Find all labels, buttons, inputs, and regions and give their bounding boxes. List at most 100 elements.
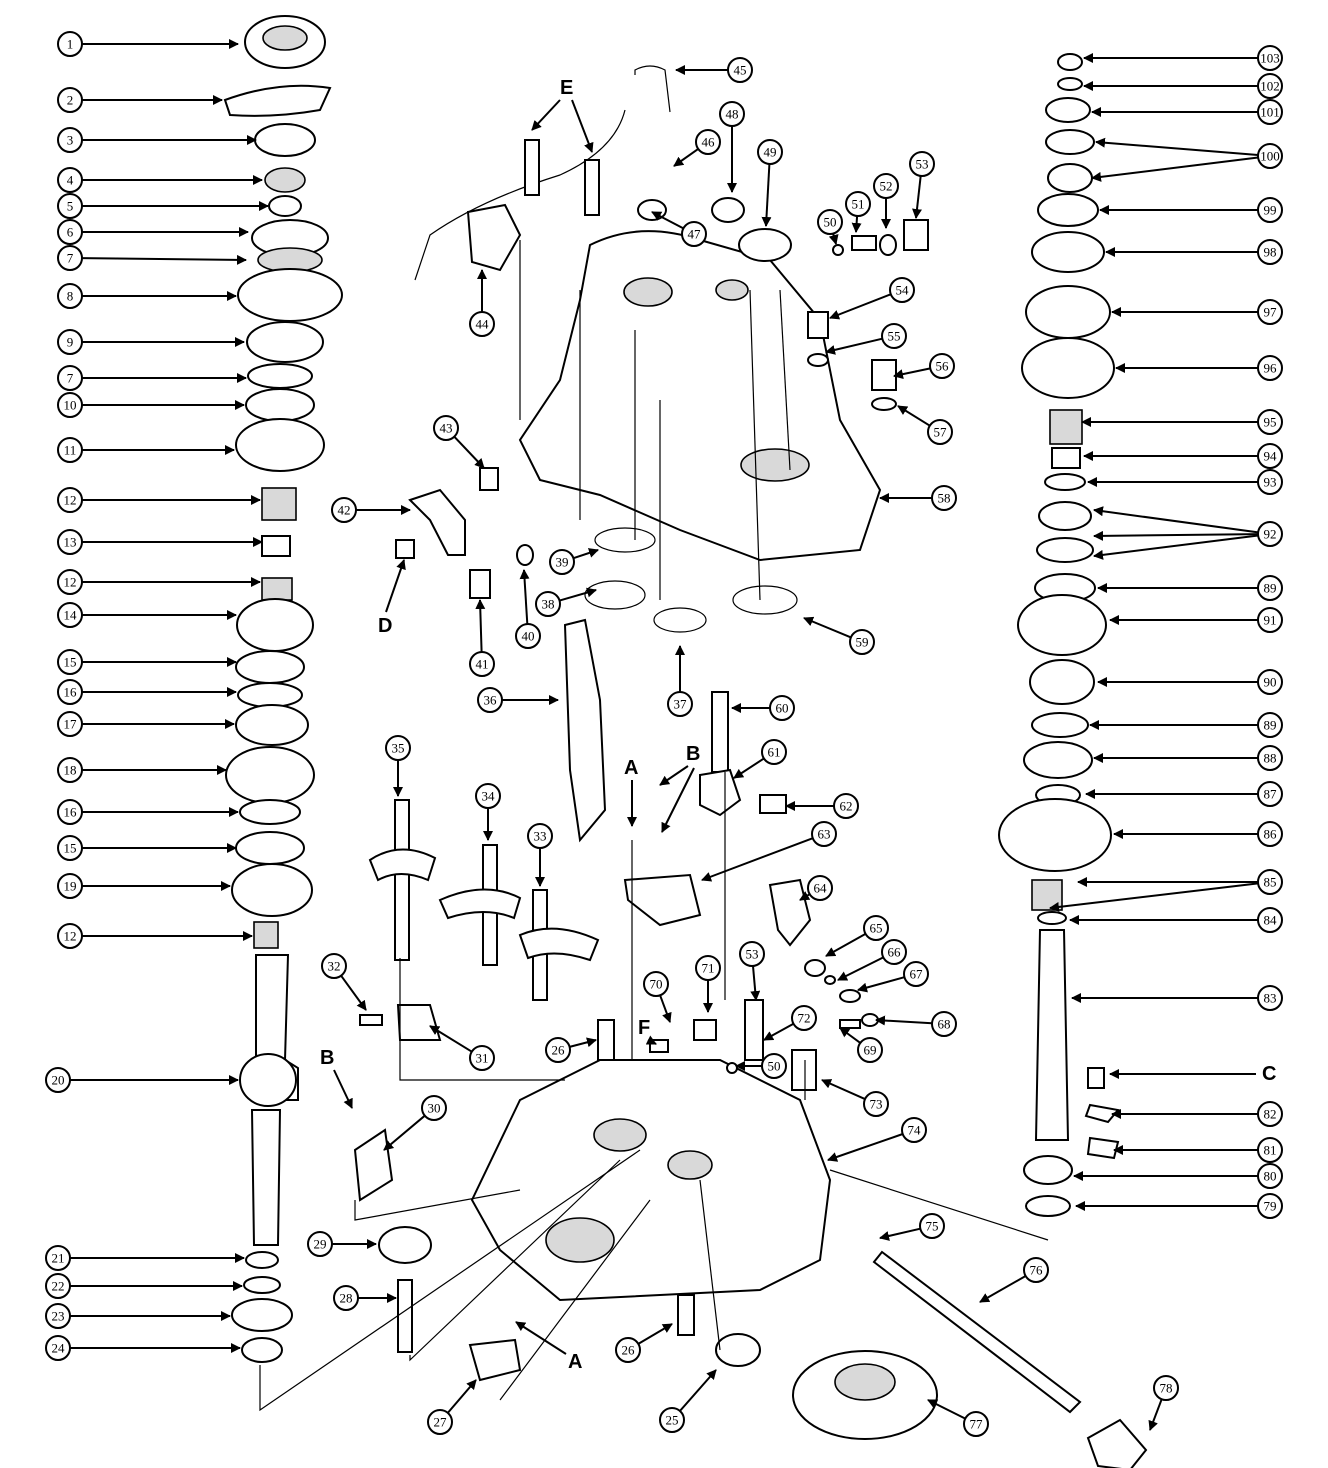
callout-circle [1257, 355, 1283, 381]
callout-number: 75 [926, 1219, 939, 1234]
callout-arrow [851, 215, 862, 233]
callout-arrow [912, 175, 922, 219]
callout-10: 10 [57, 392, 245, 418]
callout-22: 22 [45, 1273, 243, 1299]
callout-27: 27 [427, 1379, 477, 1435]
callout-circle [57, 799, 83, 825]
callout-number: 74 [908, 1123, 922, 1138]
callout-circle [1257, 1193, 1283, 1219]
callout-arrow [429, 1025, 473, 1053]
callout-12c: 12 [57, 923, 253, 949]
assembly-lines [259, 240, 1049, 1412]
callout-number: 82 [1264, 1107, 1277, 1122]
idler-shaft [397, 1279, 413, 1353]
callout-number: 16 [64, 685, 78, 700]
callout-54: 54 [829, 277, 915, 320]
callout-circle [769, 695, 795, 721]
callout-number: 12 [64, 929, 77, 944]
callout-number: 64 [814, 881, 828, 896]
callout-number: 8 [67, 289, 74, 304]
callout-circle [545, 1037, 571, 1063]
callout-19: 19 [57, 873, 231, 899]
callout-circle [477, 687, 503, 713]
callout-number: 42 [338, 503, 351, 518]
callout-74: 74 [827, 1117, 927, 1162]
callout-circle [331, 497, 357, 523]
callout-number: 95 [1264, 415, 1277, 430]
callout-number: 73 [870, 1097, 883, 1112]
callout-circle [45, 1303, 71, 1329]
callout-circle [1257, 575, 1283, 601]
callout-number: 58 [938, 491, 951, 506]
parts-layer [223, 15, 1148, 1468]
callout-number: 81 [1264, 1143, 1277, 1158]
callout-circle [791, 1005, 817, 1031]
callout-circle [1153, 1375, 1179, 1401]
callout-number: 101 [1260, 105, 1280, 120]
callout-circle [1257, 521, 1283, 547]
callout-number: 65 [870, 921, 883, 936]
callout-number: 9 [67, 335, 74, 350]
callout-circle [919, 1213, 945, 1239]
callout-number: 6 [67, 225, 74, 240]
callout-circle [909, 151, 935, 177]
callout-circle [1257, 907, 1283, 933]
callout-circle [1257, 443, 1283, 469]
callout-circle [1257, 197, 1283, 223]
callout-circle [1257, 409, 1283, 435]
callout-32: 32 [321, 953, 367, 1011]
callout-circle [1257, 1163, 1283, 1189]
clutch-housing [466, 203, 882, 562]
callout-circle [1257, 607, 1283, 633]
callout-68: 68 [875, 1011, 957, 1037]
callout-circle [667, 691, 693, 717]
callout-circle [57, 835, 83, 861]
transmission-housing [470, 1059, 832, 1302]
callout-circle [695, 129, 721, 155]
callout-24: 24 [45, 1335, 241, 1361]
callout-arrow [637, 1323, 673, 1345]
callout-circle [427, 1409, 453, 1435]
callout-29: 29 [307, 1231, 377, 1257]
callout-arrow [879, 1227, 921, 1241]
callout-arrow [1093, 534, 1259, 560]
callout-76: 76 [979, 1257, 1049, 1303]
callout-number: 86 [1264, 827, 1278, 842]
callout-number: 67 [910, 967, 924, 982]
callout-number: 59 [856, 635, 869, 650]
callout-81: 81 [1113, 1137, 1283, 1163]
callout-91: 91 [1109, 607, 1283, 633]
callout-number: 45 [734, 63, 747, 78]
callout-circle [57, 487, 83, 513]
callout-36: 36 [477, 687, 559, 713]
callout-arrow [1095, 137, 1259, 156]
callout-60: 60 [731, 695, 795, 721]
callout-number: 84 [1264, 913, 1278, 928]
callout-circle [863, 1091, 889, 1117]
callout-number: 40 [522, 629, 535, 644]
callout-arrow [519, 569, 530, 625]
callout-43: 43 [433, 415, 485, 469]
callout-circle [333, 1285, 359, 1311]
callout-63: 63 [701, 821, 837, 882]
callout-circle [963, 1411, 989, 1437]
callout-circle [1257, 99, 1283, 125]
callout-number: 92 [1264, 527, 1277, 542]
callout-number: 44 [476, 317, 490, 332]
callout-circle [643, 971, 669, 997]
callout-number: 36 [484, 693, 498, 708]
callout-circle [57, 569, 83, 595]
callout-77: 77 [927, 1399, 989, 1437]
callout-number: 32 [328, 959, 341, 974]
letter-B-lower: B [320, 1047, 334, 1069]
callout-number: 20 [52, 1073, 65, 1088]
callout-circle [57, 529, 83, 555]
callout-number: 4 [67, 173, 74, 188]
callout-number: 69 [864, 1043, 877, 1058]
callout-31: 31 [429, 1025, 495, 1071]
callout-arrow [857, 976, 905, 993]
reverse-idler-gear [378, 1226, 432, 1264]
callout-circle [57, 329, 83, 355]
shift-shaft [872, 1250, 1082, 1414]
callout-arrow [927, 1399, 966, 1420]
